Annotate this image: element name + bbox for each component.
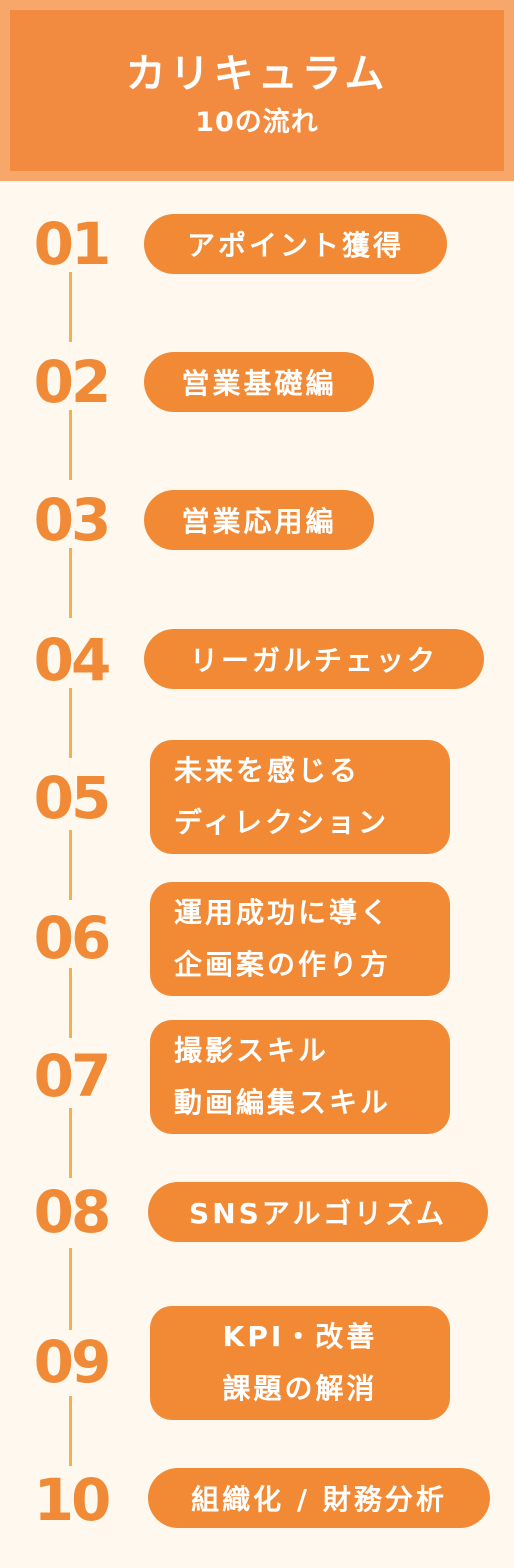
step-number: 09	[33, 1328, 112, 1396]
timeline-connector	[69, 830, 72, 900]
step-label-pill: 運用成功に導く 企画案の作り方	[150, 882, 450, 996]
step-label-pill: 撮影スキル 動画編集スキル	[150, 1020, 450, 1134]
step-label-line-1: KPI・改善	[222, 1320, 378, 1353]
step-label-line-2: 課題の解消	[222, 1372, 378, 1405]
step-number: 07	[33, 1042, 112, 1110]
step-number: 02	[33, 348, 112, 416]
step-number: 08	[33, 1178, 112, 1246]
step-label-pill: 未来を感じる ディレクション	[150, 740, 450, 854]
step-label-pill: SNSアルゴリズム	[148, 1182, 488, 1242]
step-label-pill: リーガルチェック	[144, 629, 484, 689]
step-label: リーガルチェック	[189, 644, 438, 677]
step-label: SNSアルゴリズム	[189, 1197, 447, 1230]
timeline-connector	[69, 1396, 72, 1466]
step-label-pill: アポイント獲得	[144, 214, 447, 274]
step-label: アポイント獲得	[186, 229, 404, 262]
step-label: 営業基礎編	[181, 367, 337, 400]
timeline-connector	[69, 410, 72, 480]
step-label-line-1: 未来を感じる	[174, 754, 361, 787]
step-number: 04	[33, 626, 112, 694]
timeline-connector	[69, 1108, 72, 1178]
step-number: 10	[33, 1466, 112, 1534]
step-number: 01	[33, 210, 112, 278]
step-label-pill: 営業応用編	[144, 490, 374, 550]
step-label-pill: KPI・改善 課題の解消	[150, 1306, 450, 1420]
header-panel: カリキュラム 10の流れ	[10, 10, 504, 171]
step-label-line-2: 動画編集スキル	[174, 1086, 392, 1119]
step-label-pill: 営業基礎編	[144, 352, 374, 412]
timeline-connector	[69, 688, 72, 758]
step-label: 営業応用編	[181, 505, 337, 538]
header-banner: カリキュラム 10の流れ	[0, 0, 514, 181]
page-subtitle: 10の流れ	[195, 107, 319, 138]
step-label-line-2: 企画案の作り方	[174, 948, 392, 981]
step-number: 03	[33, 486, 112, 554]
timeline-connector	[69, 1248, 72, 1330]
step-number: 05	[33, 764, 112, 832]
timeline-connector	[69, 548, 72, 618]
page-title: カリキュラム	[125, 51, 389, 97]
timeline-connector	[69, 968, 72, 1038]
step-label-line-1: 撮影スキル	[174, 1034, 330, 1067]
step-label-line-2: ディレクション	[174, 806, 390, 839]
timeline-connector	[69, 272, 72, 342]
step-label-pill: 組織化 / 財務分析	[148, 1468, 490, 1528]
step-label-line-1: 運用成功に導く	[174, 896, 392, 929]
step-label: 組織化 / 財務分析	[191, 1483, 447, 1516]
step-number: 06	[33, 904, 112, 972]
